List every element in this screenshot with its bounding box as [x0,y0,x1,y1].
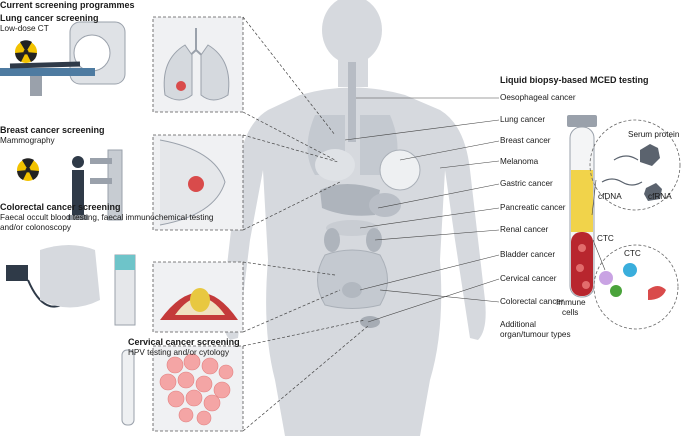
label-melanoma: Melanoma [500,157,539,166]
inset-connectors [242,16,369,432]
label-additional-2: organ/tumour types [500,330,571,339]
organs [307,62,421,328]
immune-cells-illustration [599,263,666,300]
label-ctc-circle: CTC [624,249,641,258]
colonoscopy-illustration [6,245,136,326]
colorectal-inset-illustration [160,288,238,320]
radiation-icon [15,40,37,63]
cervical-cells-illustration [159,353,234,426]
label-lung-cancer: Lung cancer [500,115,546,124]
label-cfdna: cfDNA [598,192,622,201]
lung-inset-illustration [163,28,230,101]
mammography-illustration [68,149,123,221]
lung-screening-title: Lung cancer screening [0,13,99,23]
label-additional-1: Additional [500,320,536,329]
label-breast-cancer: Breast cancer [500,136,551,145]
label-renal-cancer: Renal cancer [500,225,549,234]
colorectal-screening-method-2: and/or colonoscopy [0,223,72,232]
breast-screening-title: Breast cancer screening [0,125,105,135]
sample-tube-illustration [121,349,135,426]
cervical-screening-method: HPV testing and/or cytology [128,348,230,357]
blood-tube-illustration [567,115,597,298]
label-immune-2: cells [562,308,579,317]
label-pancreatic-cancer: Pancreatic cancer [500,203,566,212]
label-colorectal-cancer: Colorectal cancer [500,297,564,306]
colorectal-screening-title: Colorectal cancer screening [0,202,121,212]
label-cervical-cancer: Cervical cancer [500,274,557,283]
mced-leader-lines [344,97,606,323]
section-title-mced: Liquid biopsy-based MCED testing [500,75,649,85]
cervical-screening-title: Cervical cancer screening [128,337,240,347]
breast-screening-method: Mammography [0,136,55,145]
serum-protein-illustration [601,144,662,201]
label-bladder-cancer: Bladder cancer [500,250,556,259]
lung-screening-method: Low-dose CT [0,24,49,33]
ct-scanner-illustration [0,21,126,96]
label-cfrna: cfRNA [648,192,672,201]
section-title-current: Current screening programmes [0,0,135,10]
radiation-icon-2 [17,158,39,181]
label-oesophageal-cancer: Oesophageal cancer [500,93,576,102]
colorectal-screening-method-1: Faecal occult blood testing, faecal immu… [0,213,214,222]
zoom-circles [589,119,681,330]
label-gastric-cancer: Gastric cancer [500,179,553,188]
label-immune-1: Immune [556,298,586,307]
label-serum-protein: Serum protein [628,130,680,139]
breast-inset-illustration [159,139,226,226]
label-ctc-tube: CTC [597,234,614,243]
